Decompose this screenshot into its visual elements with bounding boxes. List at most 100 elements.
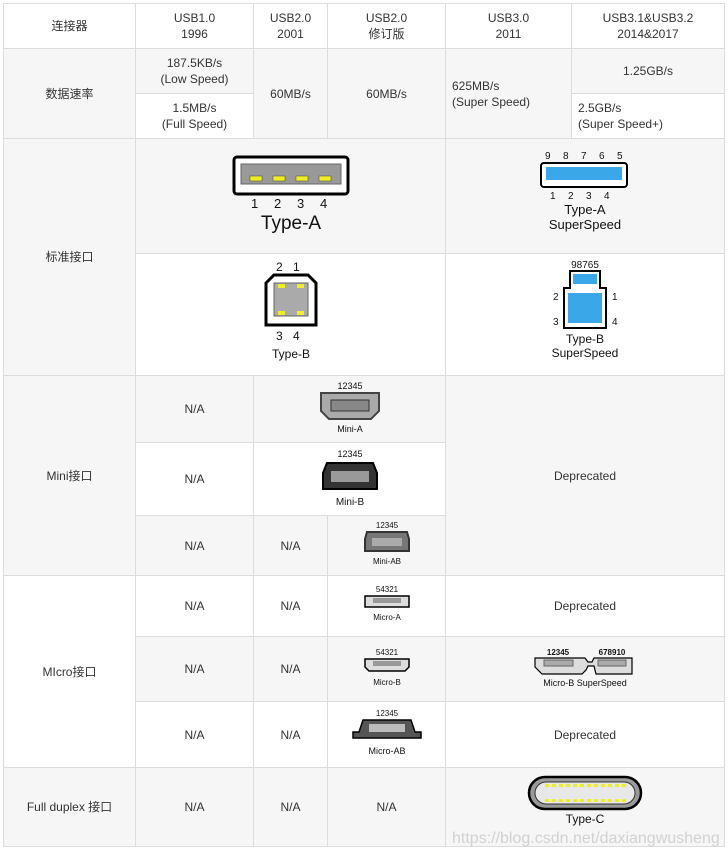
type-c-pin [615,799,619,802]
micro-deprecated-2: Deprecated [445,701,725,768]
pin-label: 54321 [375,648,398,657]
rate-usb3: 625MB/s(Super Speed) [445,48,572,139]
caption: Micro-A [373,613,401,622]
header-usb1: USB1.0 1996 [135,3,254,49]
type-c-pin [559,784,563,787]
type-c-icon: Type-C [527,775,643,826]
header-text: USB2.0 [365,11,408,25]
type-c-pin [566,799,570,802]
header-text: USB3.0 [487,11,530,25]
type-a-caption: Type-A [260,213,321,234]
type-c-cell: Type-C [445,767,725,847]
type-c-pin [615,784,619,787]
type-c-pin [566,784,570,787]
pin-label: 1 [293,260,300,274]
rate-value: 625MB/s [452,78,500,93]
header-text: USB1.0 [173,11,216,25]
rate-mode: (Super Speed) [452,94,531,109]
type-c-pin [622,784,626,787]
pin-label: 8 [563,151,569,162]
header-year: 1996 [181,27,208,41]
pin-label: 2 [568,191,574,202]
type-c-pin [622,799,626,802]
pin-label: 2 [276,260,283,274]
type-c-pin [573,799,577,802]
pin-label: 1 [251,196,258,211]
mini-usb1-na: N/A [135,442,254,516]
pin-label: 4 [604,191,610,202]
micro-usb2-na: N/A [253,575,328,637]
type-c-pin [545,799,549,802]
fd-usb1-na: N/A [135,767,254,847]
caption: Mini-B [335,497,364,508]
type-b-caption: Type-B [271,347,309,361]
type-c-pin [594,784,598,787]
micro-label: MIcro接口 [3,575,136,768]
type-c-pin [608,784,612,787]
header-year: 2011 [495,27,522,41]
rate-usb1-full: 1.5MB/s(Full Speed) [135,93,254,139]
caption: Mini-AB [372,557,400,566]
micro-usb1-na: N/A [135,575,254,637]
caption: Micro-B SuperSpeed [543,678,627,688]
pin-label: 678910 [599,648,626,657]
rate-usb1-low: 187.5KB/s(Low Speed) [135,48,254,94]
pin-label: 98765 [571,260,599,271]
type-c-pin [594,799,598,802]
type-c-pin [559,799,563,802]
pin-label: 12345 [337,449,362,459]
type-c-caption: Type-C [566,812,605,826]
header-text: USB3.1&USB3.2 [602,11,694,25]
micro-deprecated-1: Deprecated [445,575,725,637]
type-c-pin [552,784,556,787]
full-duplex-row: Full duplex 接口 N/A N/A N/A Type-C [3,767,725,847]
rate-usb31-b: 2.5GB/s(Super Speed+) [571,93,725,139]
pin-label: 1 [550,191,556,202]
mini-usb1-na: N/A [135,375,254,443]
standard-label: 标准接口 [3,138,136,376]
header-year: 2001 [277,27,304,41]
caption: Type-A [564,202,606,217]
fd-usb2r-na: N/A [327,767,446,847]
caption: Type-B [566,332,604,346]
mini-usb1-na: N/A [135,515,254,576]
header-text: USB2.0 [269,11,312,25]
type-c-pin [587,784,591,787]
pin-label: 9 [545,151,551,162]
rate-usb31-a: 1.25GB/s [571,48,725,94]
rate-row: 数据速率 187.5KB/s(Low Speed) 60MB/s 60MB/s … [3,48,725,139]
pin-label: 3 [586,191,592,202]
type-c-pin [601,799,605,802]
caption: Micro-AB [368,746,405,756]
rate-value: 2.5GB/s [578,101,622,115]
mini-deprecated: Deprecated [445,375,725,576]
pin-label: 2 [274,196,281,211]
fd-usb2-na: N/A [253,767,328,847]
micro-usb2-na: N/A [253,701,328,768]
type-c-pin [573,784,577,787]
mini-usb2-na: N/A [253,515,328,576]
